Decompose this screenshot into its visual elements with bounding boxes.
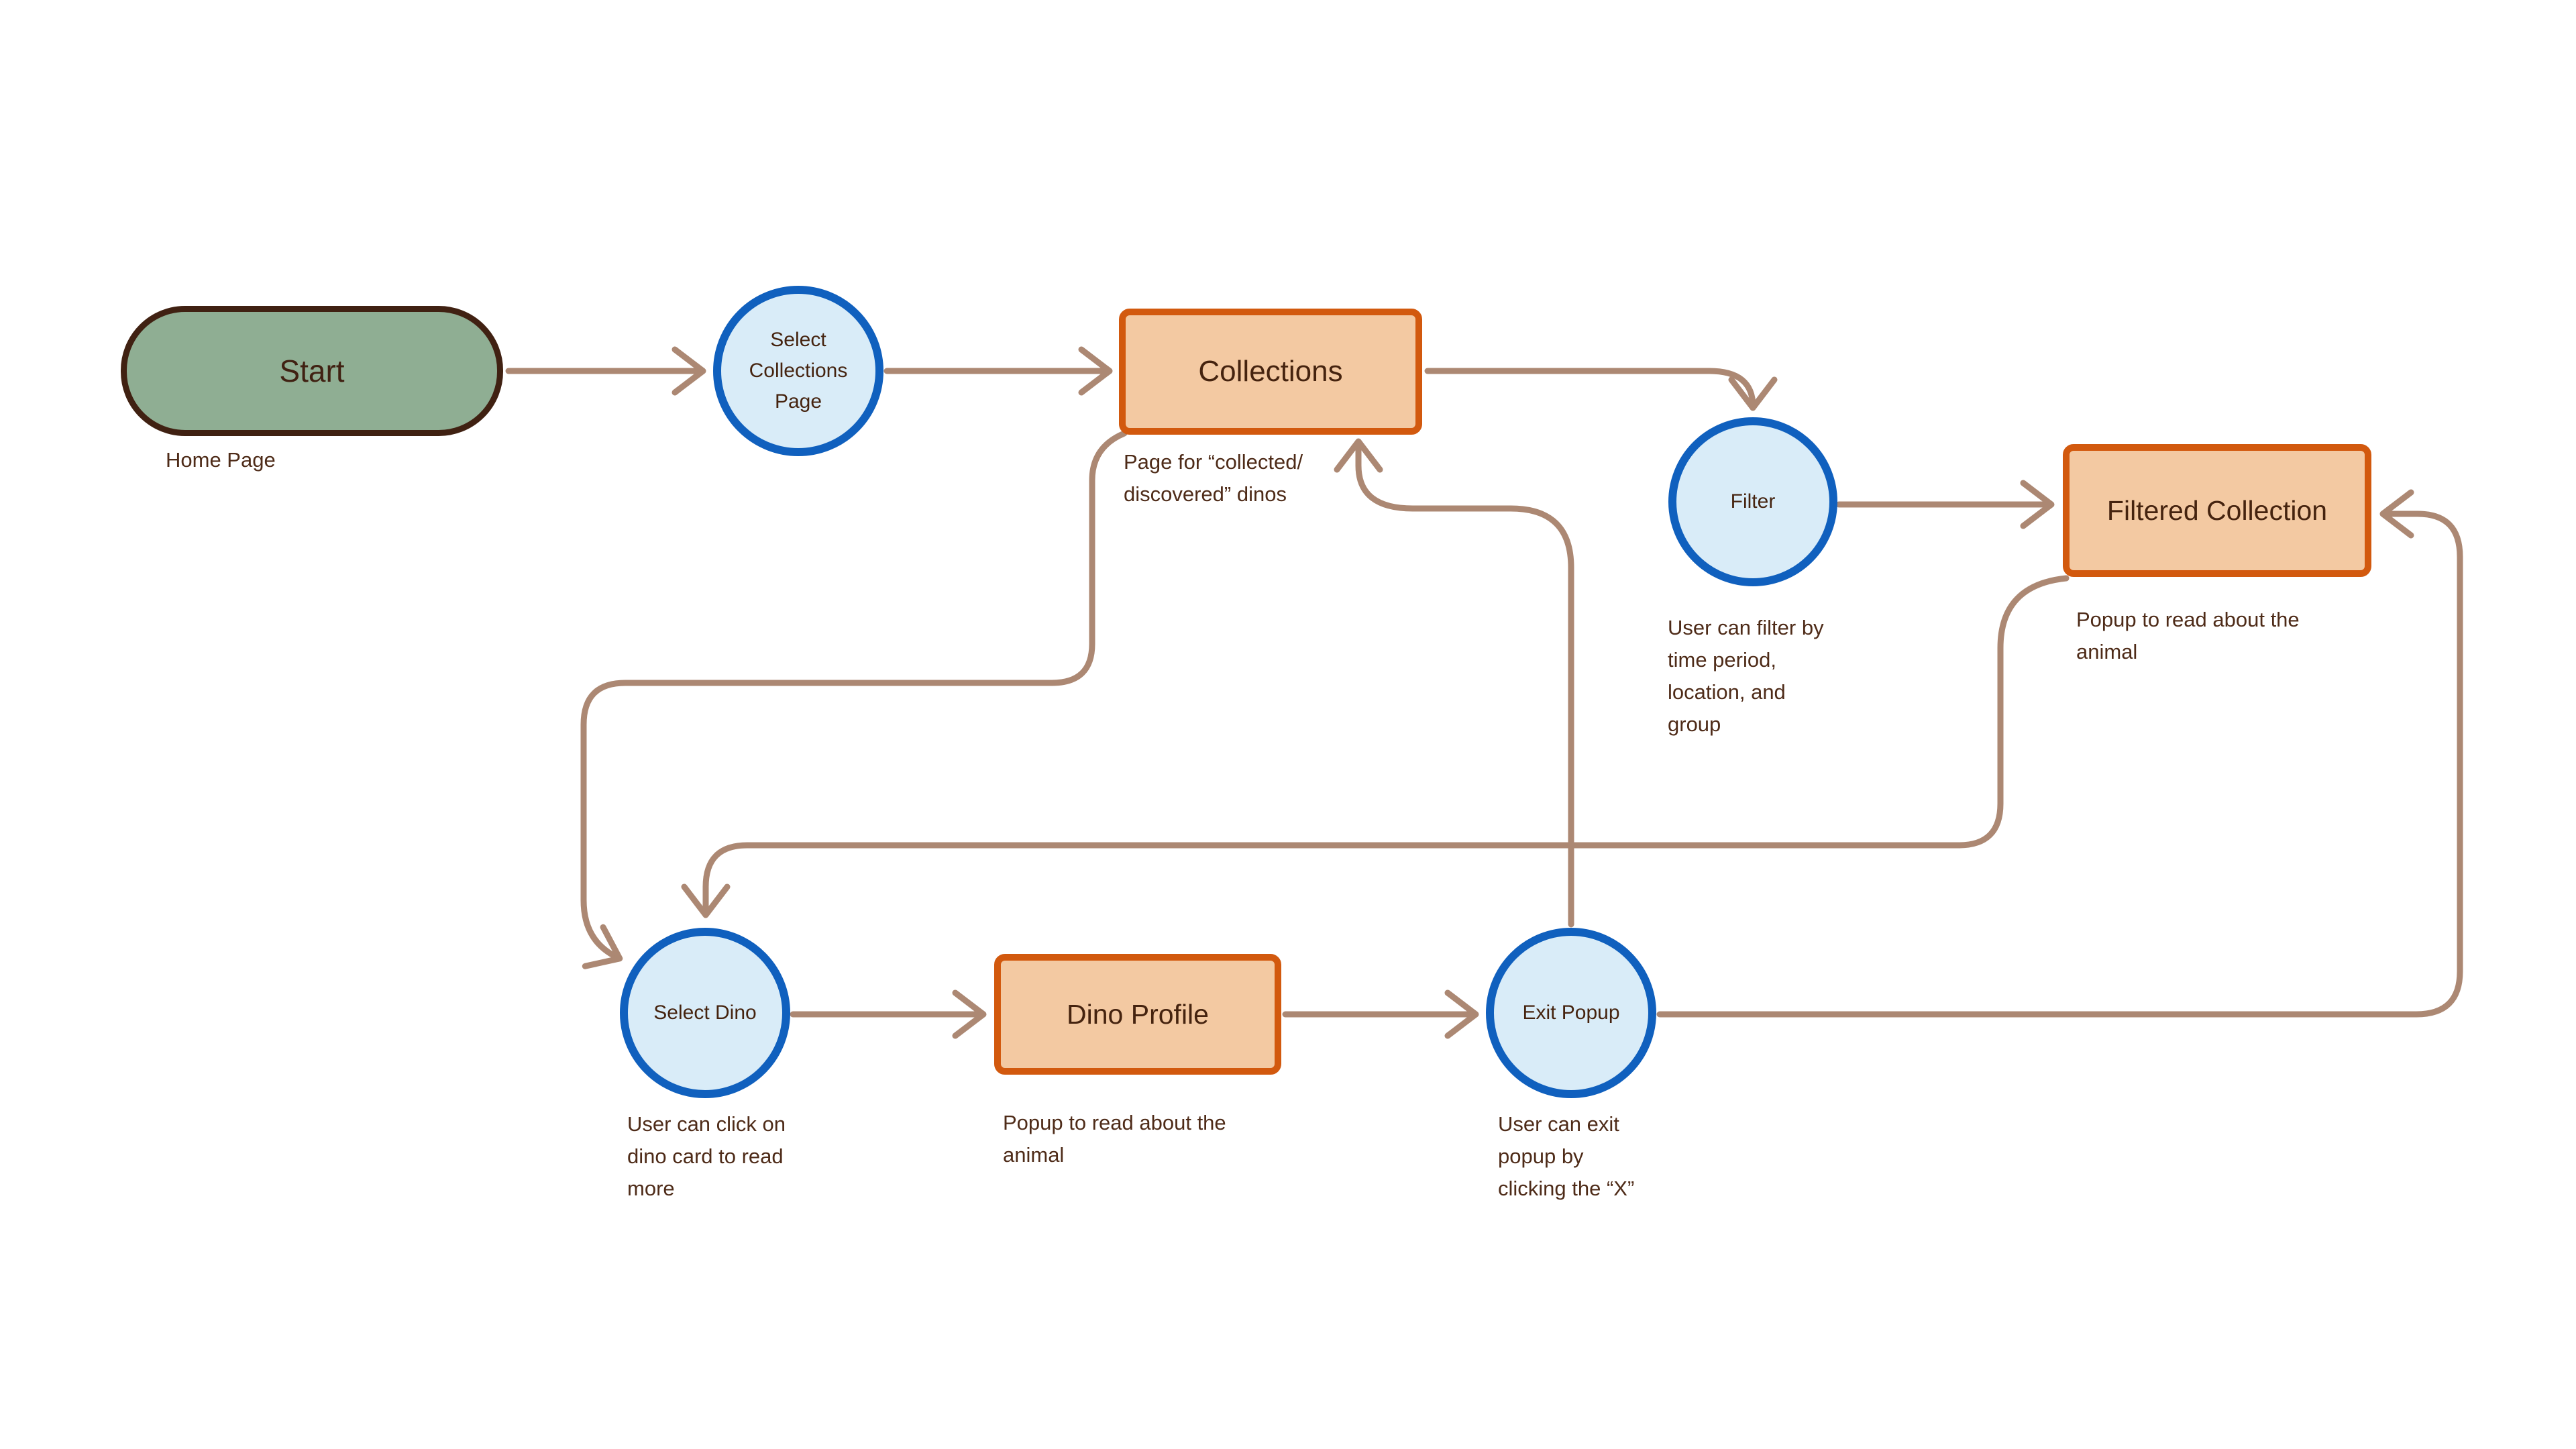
node-collections-label: Collections bbox=[1198, 355, 1343, 388]
node-filtered-collection-label: Filtered Collection bbox=[2106, 494, 2328, 526]
caption-filter: User can filter by time period, location… bbox=[1668, 616, 1824, 736]
edge-filtered-collection-to-select-dino bbox=[681, 575, 2070, 918]
caption-filtered-collection: Popup to read about the animal bbox=[2076, 608, 2300, 663]
node-filter-label: Filter bbox=[1730, 490, 1776, 513]
node-select-collections-page-label: Select Collections Page bbox=[749, 329, 848, 413]
edge-exit-popup-to-filtered-collection bbox=[1656, 489, 2463, 1018]
node-start: Start bbox=[121, 306, 503, 436]
node-exit-popup: Exit Popup bbox=[1486, 928, 1656, 1098]
node-collections: Collections bbox=[1119, 309, 1422, 435]
node-start-label: Start bbox=[279, 354, 345, 388]
node-select-collections-page: Select Collections Page bbox=[713, 286, 883, 456]
node-select-dino-label: Select Dino bbox=[653, 1002, 757, 1024]
node-dino-profile: Dino Profile bbox=[994, 954, 1281, 1075]
caption-dino-profile: Popup to read about the animal bbox=[1003, 1111, 1226, 1167]
node-select-dino: Select Dino bbox=[620, 928, 790, 1098]
node-dino-profile-label: Dino Profile bbox=[1067, 998, 1209, 1030]
node-filtered-collection: Filtered Collection bbox=[2063, 444, 2371, 577]
edge-collections-to-select-dino bbox=[580, 430, 1128, 969]
edge-collections-to-filter bbox=[1424, 368, 1778, 411]
caption-select-dino: User can click on dino card to read more bbox=[627, 1112, 786, 1200]
caption-home-page: Home Page bbox=[166, 448, 276, 472]
caption-exit-popup: User can exit popup by clicking the “X” bbox=[1498, 1112, 1635, 1200]
caption-collections: Page for “collected/ discovered” dinos bbox=[1124, 450, 1303, 506]
edge-exit-popup-to-collections bbox=[1334, 438, 1574, 928]
node-filter: Filter bbox=[1668, 417, 1837, 586]
node-exit-popup-label: Exit Popup bbox=[1522, 1002, 1620, 1024]
